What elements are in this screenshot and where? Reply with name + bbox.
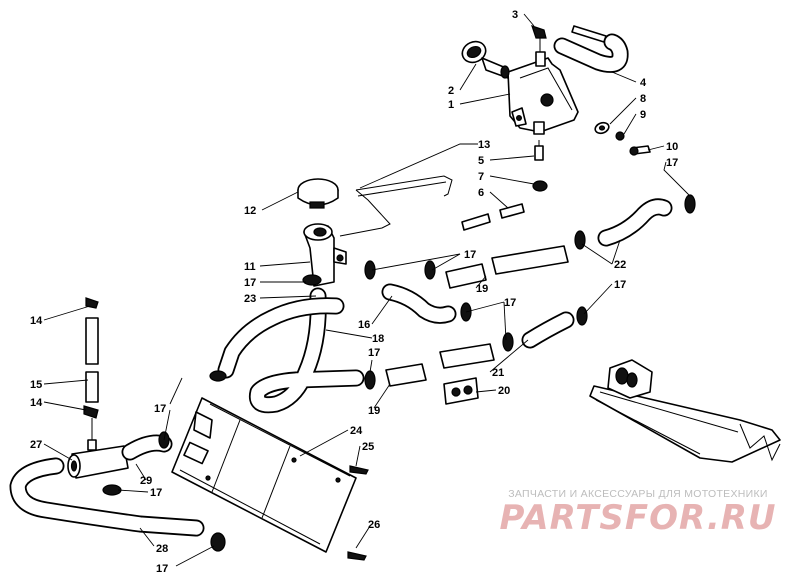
clamps-upper (364, 260, 588, 326)
callout-17h: 17 (150, 487, 162, 499)
expansion-tank (507, 51, 579, 135)
callout-17f: 17 (368, 347, 380, 359)
callout-19a: 19 (476, 283, 488, 295)
callout-19b: 19 (368, 405, 380, 417)
leader-lines (43, 13, 691, 567)
callout-12: 12 (244, 205, 256, 217)
callout-17c: 17 (464, 249, 476, 261)
heat-exchanger (589, 359, 781, 463)
callout-17e: 17 (614, 279, 626, 291)
hose-18 (248, 287, 365, 414)
callout-17a: 17 (666, 157, 678, 169)
callout-13: 13 (478, 139, 490, 151)
washer (594, 121, 610, 135)
lock-washer (615, 131, 625, 141)
overflow-hose (553, 25, 629, 73)
callout-4: 4 (640, 77, 647, 89)
tank-cap (461, 40, 510, 79)
callout-11: 11 (244, 261, 256, 273)
hose-28 (9, 457, 226, 552)
callout-26: 26 (368, 519, 380, 531)
watermark-logo: PARTSFOR.RU (499, 498, 777, 538)
hose-19-lower (364, 343, 495, 390)
callout-14a: 14 (30, 315, 43, 327)
callout-6: 6 (478, 187, 484, 199)
callout-18: 18 (372, 333, 384, 345)
callout-20: 20 (498, 385, 510, 397)
callout-27: 27 (30, 439, 42, 451)
radiator-cap (297, 178, 339, 209)
callout-7: 7 (478, 171, 484, 183)
callout-10: 10 (666, 141, 678, 153)
small-hose (461, 203, 525, 231)
callout-labels: 1 2 3 4 8 9 10 17 13 5 7 6 12 11 17 23 1… (30, 9, 678, 575)
callout-28: 28 (156, 543, 168, 555)
filler-neck (303, 223, 347, 287)
callout-25: 25 (362, 441, 374, 453)
callout-17i: 17 (156, 563, 168, 575)
radiator-screw-25 (349, 465, 369, 475)
callout-5: 5 (478, 155, 484, 167)
callout-17d: 17 (504, 297, 516, 309)
hose-fitting (531, 25, 547, 52)
hose-coupler-20 (443, 377, 479, 405)
callout-21: 21 (492, 367, 504, 379)
drain-fitting (534, 140, 544, 161)
callout-17b: 17 (244, 277, 256, 289)
screw (629, 145, 651, 156)
callout-17g: 17 (154, 403, 166, 415)
callout-9: 9 (640, 109, 646, 121)
callout-3: 3 (512, 9, 518, 21)
callout-16: 16 (358, 319, 370, 331)
tee-fitting (67, 439, 129, 479)
hose-23 (209, 274, 345, 382)
hose-19-upper (445, 245, 569, 289)
bleed-line (83, 297, 99, 444)
callout-8: 8 (640, 93, 646, 105)
callout-29: 29 (140, 475, 152, 487)
hose-16 (381, 283, 457, 324)
callout-1: 1 (448, 99, 454, 111)
hose-clamp-small (532, 180, 548, 192)
callout-14b: 14 (30, 397, 43, 409)
callout-24: 24 (350, 425, 363, 437)
watermark-tagline: ЗАПЧАСТИ И АКСЕССУАРЫ ДЛЯ МОТОТЕХНИКИ (508, 488, 768, 500)
callout-23: 23 (244, 293, 256, 305)
callout-22: 22 (614, 259, 626, 271)
hose-21 (502, 311, 575, 352)
hose-29 (121, 431, 173, 461)
radiator-screw-26 (347, 551, 367, 561)
callout-2: 2 (448, 85, 454, 97)
radiator (171, 397, 357, 553)
callout-15: 15 (30, 379, 42, 391)
hose-22-upper (574, 194, 696, 250)
mounting-rod (339, 175, 453, 237)
